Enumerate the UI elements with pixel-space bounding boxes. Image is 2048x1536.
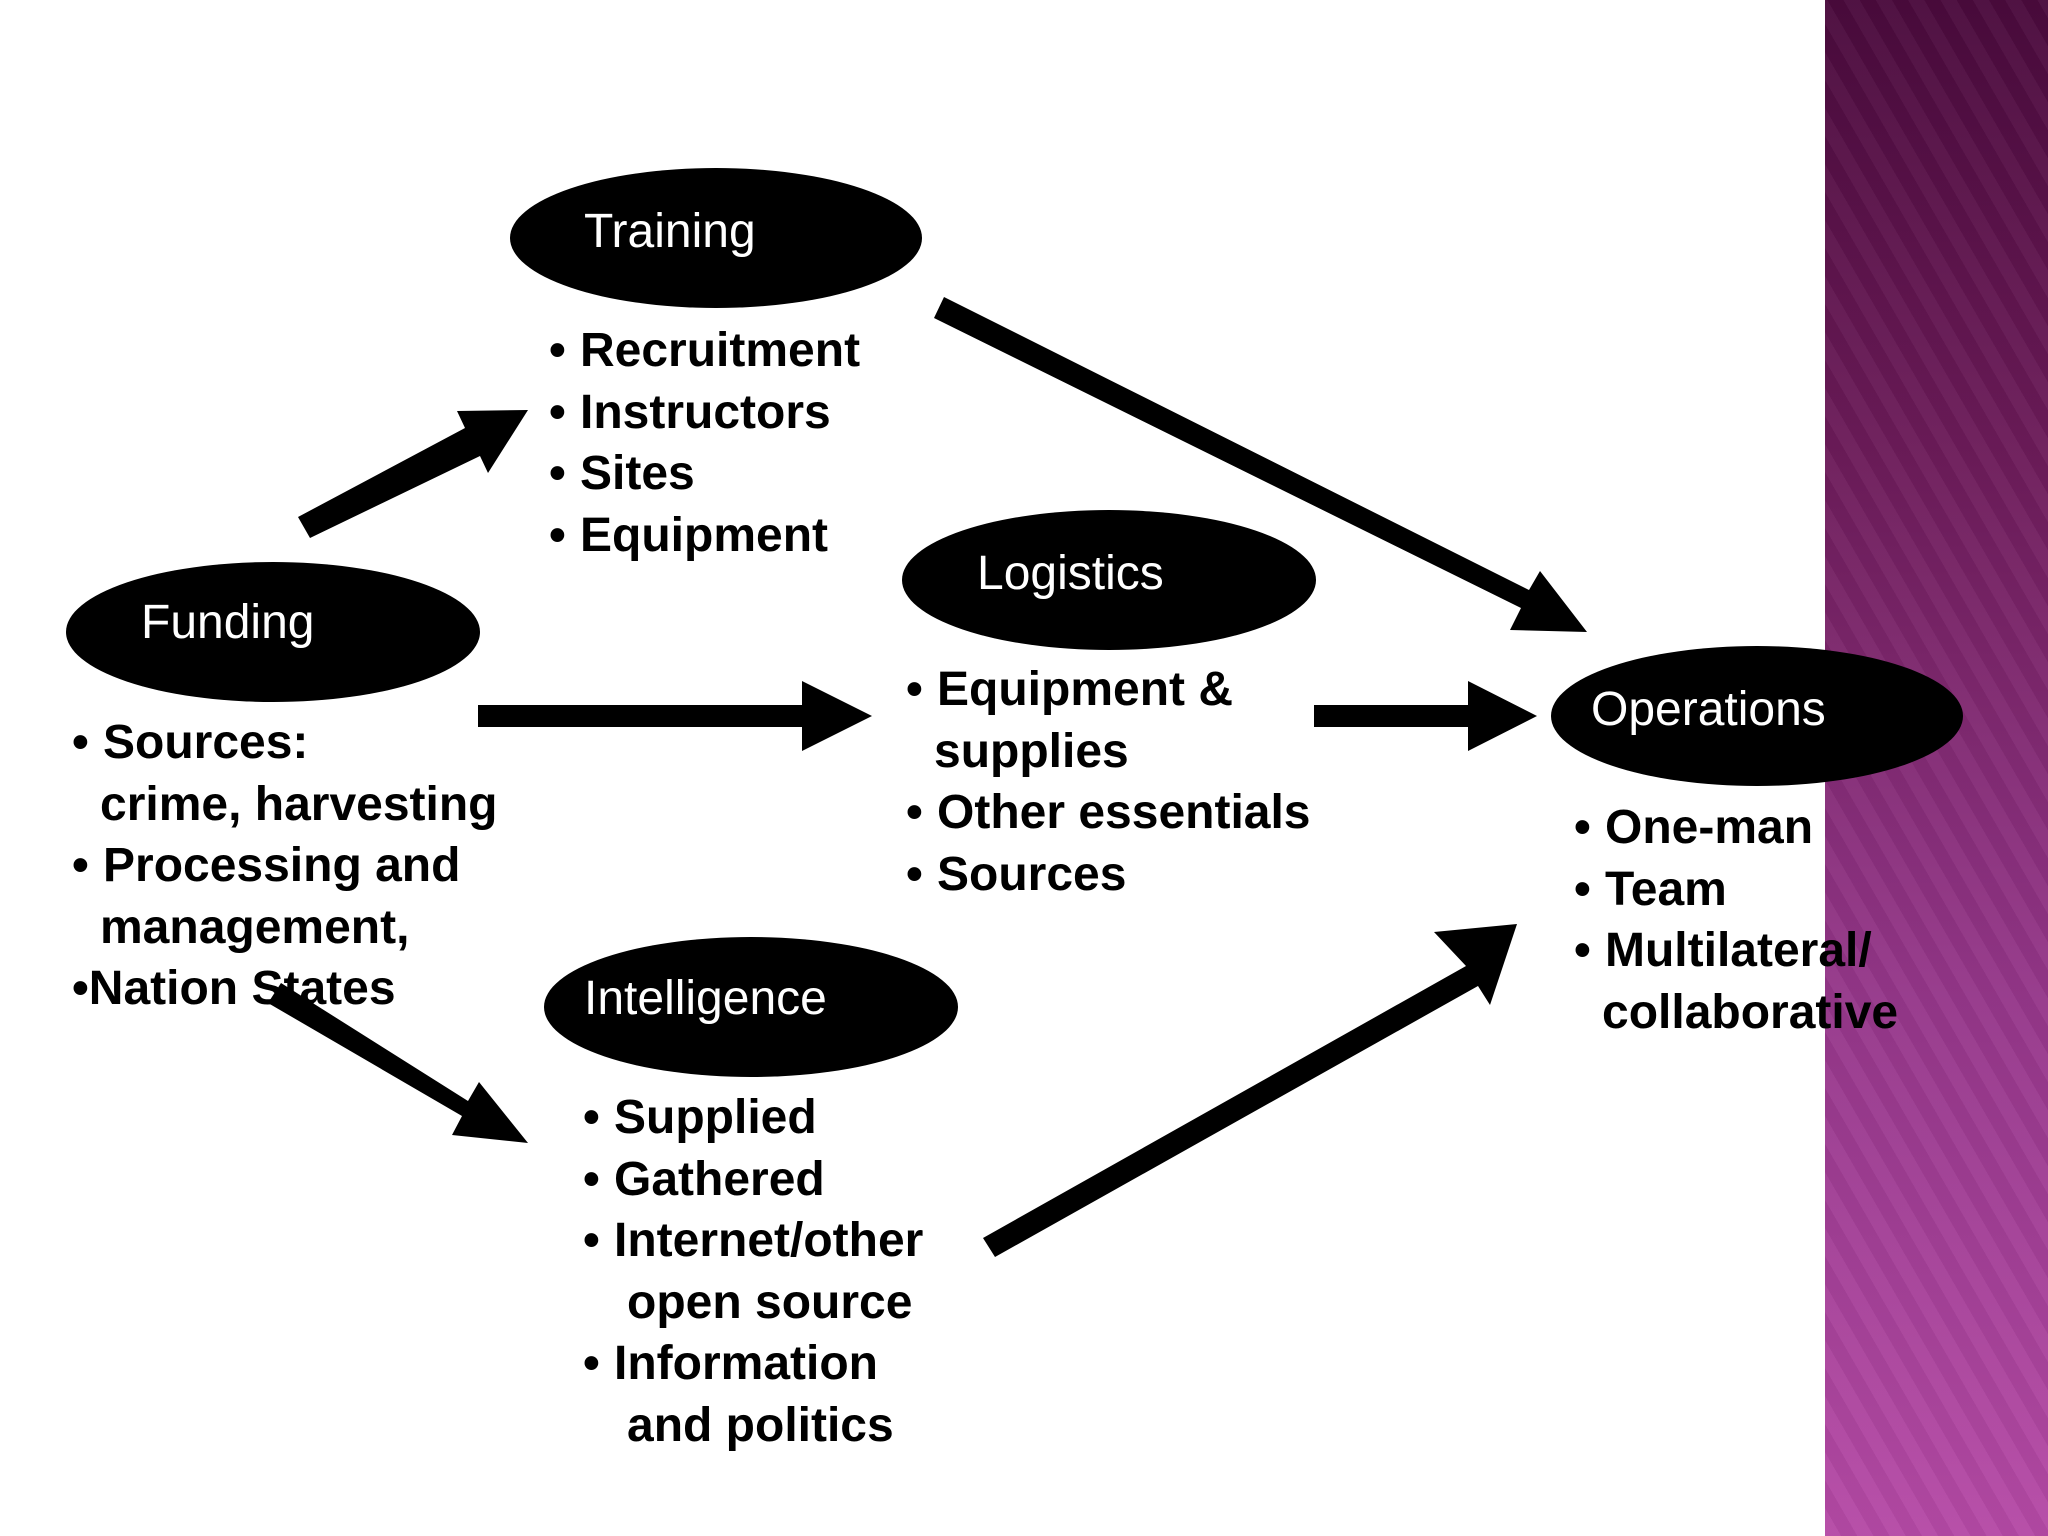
list-item: •Instructors — [549, 385, 831, 439]
list-item: •Equipment — [549, 508, 828, 562]
decorative-side-bar — [1825, 0, 2048, 1536]
list-item: •Sites — [549, 447, 695, 500]
arrow-funding-to-logistics — [478, 681, 872, 751]
list-item: •Nation States — [72, 962, 396, 1015]
list-item: •Gathered — [583, 1152, 825, 1206]
funding-node — [66, 562, 480, 702]
funding-list: •Sources:crime, harvesting •Processing a… — [72, 712, 498, 1020]
list-item: •Sources — [906, 847, 1127, 901]
list-item: •Other essentials — [906, 786, 1311, 839]
intelligence-node — [544, 937, 958, 1077]
list-item: •Multilateral/collaborative — [1574, 924, 1899, 1039]
operations-label: Operations — [1591, 683, 1826, 736]
arrow-training-to-operations — [934, 297, 1587, 632]
logistics-list: •Equipment &supplies •Other essentials •… — [906, 659, 1311, 905]
arrow-intelligence-to-operations — [983, 924, 1517, 1257]
list-item: •Recruitment — [549, 324, 861, 377]
list-item: •Supplied — [583, 1091, 817, 1144]
operations-list: •One-man •Team •Multilateral/collaborati… — [1574, 797, 1898, 1043]
funding-label: Funding — [141, 596, 315, 649]
training-list: •Recruitment •Instructors •Sites •Equipm… — [549, 320, 860, 566]
list-item: •One-man — [1574, 801, 1814, 854]
logistics-node — [902, 510, 1316, 650]
training-node — [510, 168, 922, 308]
list-item: •Sources:crime, harvesting — [72, 716, 498, 831]
list-item: •Team — [1574, 862, 1727, 916]
list-item: •Equipment &supplies — [906, 663, 1233, 778]
arrow-funding-to-intelligence — [268, 983, 528, 1143]
logistics-label: Logistics — [977, 547, 1164, 600]
arrow-funding-to-training — [298, 410, 528, 538]
intelligence-label: Intelligence — [584, 972, 827, 1025]
training-label: Training — [584, 205, 756, 258]
operations-node — [1551, 646, 1963, 786]
arrow-logistics-to-operations — [1314, 681, 1537, 751]
